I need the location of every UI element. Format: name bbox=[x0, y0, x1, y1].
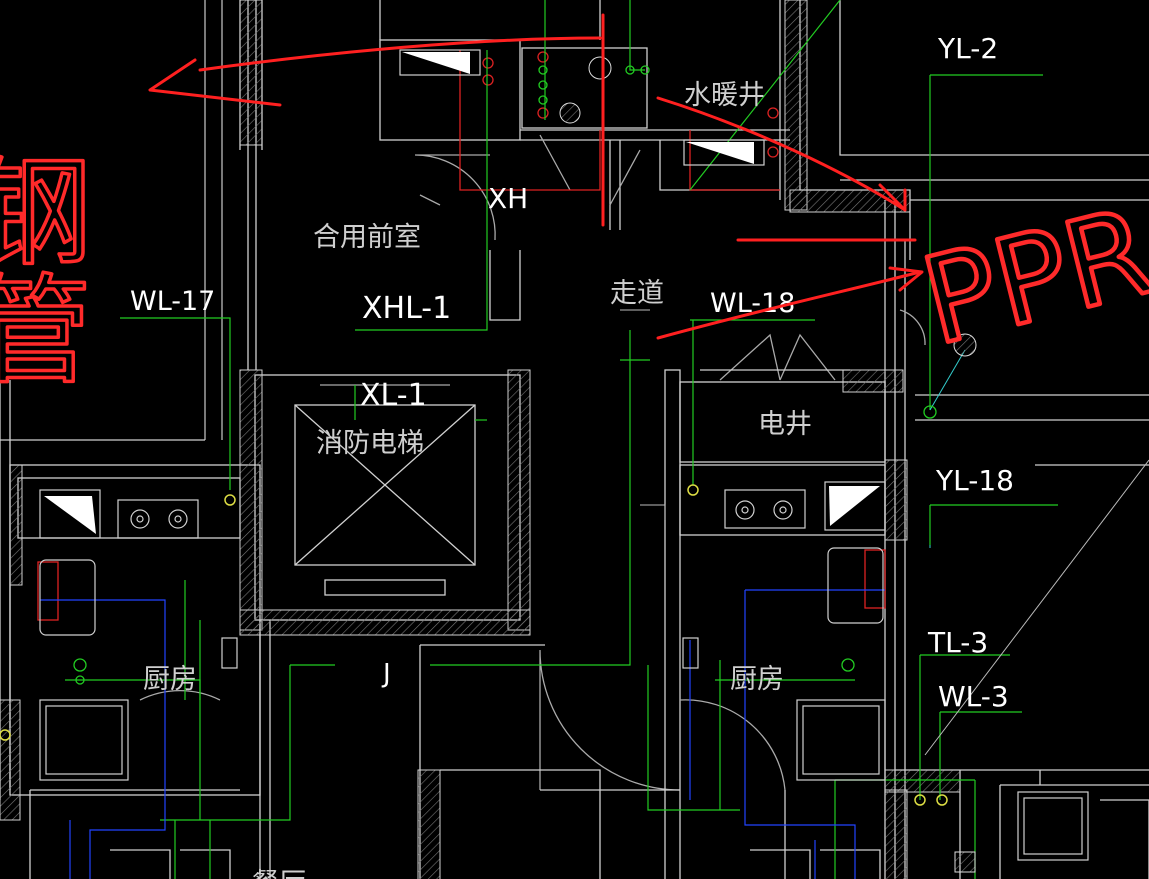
yellow-symbols bbox=[0, 484, 948, 806]
label-electrical-shaft: 电井 bbox=[758, 409, 812, 440]
label-hvac-shaft: 水暖井 bbox=[684, 80, 765, 111]
annotation-ppr: PPR bbox=[910, 183, 1149, 373]
label-fire-elevator: 消防电梯 bbox=[316, 428, 424, 459]
red-markup-strokes bbox=[148, 13, 924, 340]
appliances bbox=[39, 49, 1089, 861]
room-labels: 合用前室 水暖井 走道 消防电梯 电井 厨房 厨房 餐厅 bbox=[143, 80, 812, 879]
label-dining-partial: 餐厅 bbox=[252, 868, 306, 879]
label-wl-3: WL-3 bbox=[938, 680, 1009, 713]
hatched-walls bbox=[0, 0, 961, 879]
label-front-room: 合用前室 bbox=[313, 222, 421, 253]
blue-pipes bbox=[40, 589, 885, 879]
label-yl-2: YL-2 bbox=[937, 32, 998, 65]
hatched-circles bbox=[559, 56, 977, 873]
label-xhl-1: XHL-1 bbox=[362, 291, 451, 326]
pipe-symbols bbox=[73, 65, 937, 685]
label-kitchen-right: 厨房 bbox=[730, 664, 784, 695]
label-xl-1: XL-1 bbox=[360, 378, 427, 413]
label-kitchen-left: 厨房 bbox=[143, 664, 197, 695]
handwritten-notes: 钢管 PPR bbox=[0, 148, 1149, 388]
label-j: J bbox=[381, 659, 391, 689]
label-wl-17: WL-17 bbox=[130, 286, 215, 317]
label-yl-18: YL-18 bbox=[935, 464, 1014, 497]
appliance-wedges bbox=[44, 52, 880, 534]
label-xh: XH bbox=[488, 182, 528, 215]
cyan-leaders bbox=[929, 349, 966, 548]
thin-white-leader bbox=[620, 309, 1149, 756]
annotation-steel-pipe: 钢管 bbox=[0, 150, 91, 386]
label-corridor: 走道 bbox=[610, 278, 664, 309]
pipe-labels: YL-2 XH WL-17 XHL-1 WL-18 XL-1 YL-18 TL-… bbox=[130, 32, 1014, 713]
label-tl-3: TL-3 bbox=[927, 626, 988, 659]
green-pipes bbox=[65, 0, 1058, 879]
